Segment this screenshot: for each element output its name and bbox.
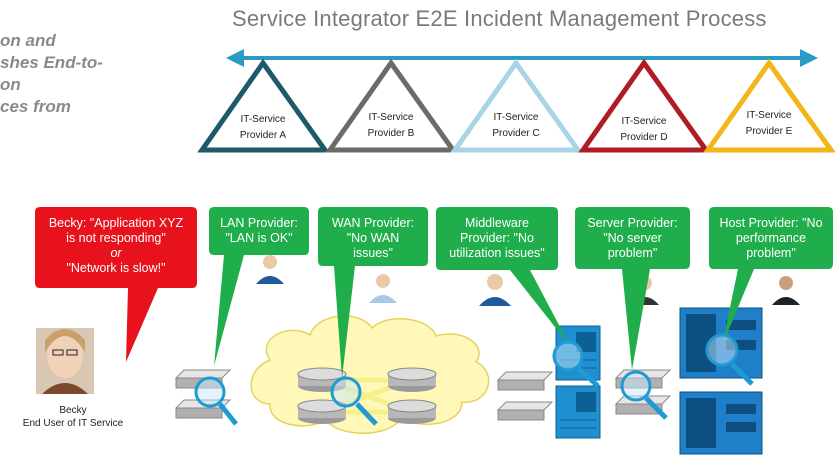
double-arrow xyxy=(226,49,818,67)
server-callout-text: Server Provider: "No server problem" xyxy=(587,216,678,260)
router-icon xyxy=(297,399,347,424)
lan-callout xyxy=(209,207,309,366)
left-text-line: on and xyxy=(0,31,56,50)
diagram-title: Service Integrator E2E Incident Manageme… xyxy=(232,6,767,31)
left-text-line: shes End-to- xyxy=(0,53,103,72)
becky-callout-text: Becky: "Application XYZ is not respondin… xyxy=(48,216,184,275)
left-text-fragment: on and shes End-to- on ces from xyxy=(0,30,103,118)
mainframe-icon xyxy=(679,391,763,455)
wan-callout xyxy=(318,207,428,378)
left-text-line: ces from xyxy=(0,97,71,116)
left-text-line: on xyxy=(0,75,21,94)
host-callout xyxy=(709,207,833,346)
switch-icon xyxy=(496,401,554,421)
becky-photo xyxy=(36,328,94,394)
router-icon xyxy=(387,367,437,392)
becky-callout xyxy=(35,207,197,362)
router-icon xyxy=(387,399,437,424)
server-callout xyxy=(575,207,690,370)
person-icon xyxy=(479,274,511,306)
magnifier-icon xyxy=(330,376,378,426)
provider-c-triangle xyxy=(450,58,583,153)
server-rack-icon xyxy=(555,385,601,439)
host-callout-text: Host Provider: "No performance problem" xyxy=(719,216,823,260)
middleware-callout xyxy=(436,207,570,346)
provider-d-triangle xyxy=(578,58,711,153)
magnifier-icon xyxy=(552,340,600,388)
provider-a-triangle xyxy=(197,58,330,153)
person-icon xyxy=(772,276,800,305)
provider-b-label: IT-Service Provider B xyxy=(367,112,415,139)
provider-d-label: IT-Service Provider D xyxy=(620,116,668,143)
provider-a-label: IT-Service Provider A xyxy=(239,114,287,141)
person-icon xyxy=(369,274,397,303)
provider-e-triangle xyxy=(703,58,835,153)
provider-c-label: IT-Service Provider C xyxy=(492,112,540,139)
middleware-callout-text: Middleware Provider: "No utilization iss… xyxy=(449,216,545,260)
provider-e-label: IT-Service Provider E xyxy=(745,110,793,137)
becky-caption: Becky End User of IT Service xyxy=(22,405,124,429)
lan-callout-text: LAN Provider: "LAN is OK" xyxy=(220,216,298,245)
magnifier-icon xyxy=(620,370,668,420)
switch-icon xyxy=(496,371,554,391)
provider-b-triangle xyxy=(325,58,458,153)
wan-callout-text: WAN Provider: "No WAN issues" xyxy=(331,216,415,260)
magnifier-icon xyxy=(194,376,238,426)
person-icon xyxy=(256,255,284,284)
magnifier-icon xyxy=(705,333,754,386)
